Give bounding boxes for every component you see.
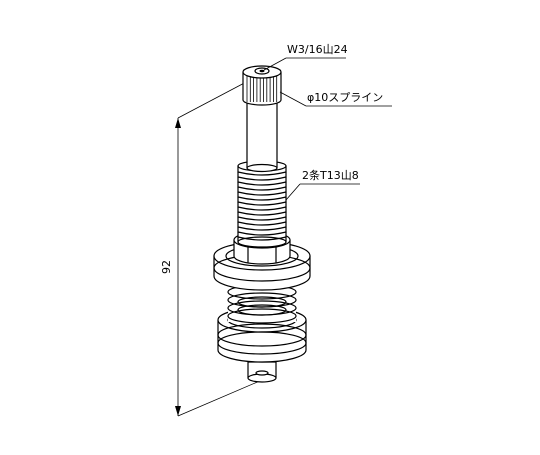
thread-groove [237, 211, 287, 216]
thread-groove [237, 171, 287, 176]
spline-head [242, 65, 282, 106]
callout-leaders [263, 57, 392, 201]
thread-groove [237, 196, 287, 201]
thread-groove [237, 181, 287, 186]
thread-groove [237, 176, 287, 181]
thread-groove [237, 191, 287, 196]
callout-thread-mid: 2条T13山8 [302, 168, 359, 182]
thread-groove [237, 216, 287, 221]
dimension-line [175, 79, 263, 417]
dimension-label: 92 [160, 260, 173, 274]
thread-groove [237, 201, 287, 206]
thread-groove [237, 206, 287, 211]
spring [227, 284, 297, 324]
thread-groove [237, 186, 287, 191]
callout-spline: φ10スプライン [307, 91, 383, 104]
threaded-stem [237, 160, 287, 248]
thread-groove [237, 236, 287, 241]
thread-groove [237, 231, 287, 236]
shaft [246, 99, 278, 173]
callout-thread-top: W3/16山24 [287, 43, 348, 56]
thread-groove [237, 226, 287, 231]
thread-groove [237, 221, 287, 226]
